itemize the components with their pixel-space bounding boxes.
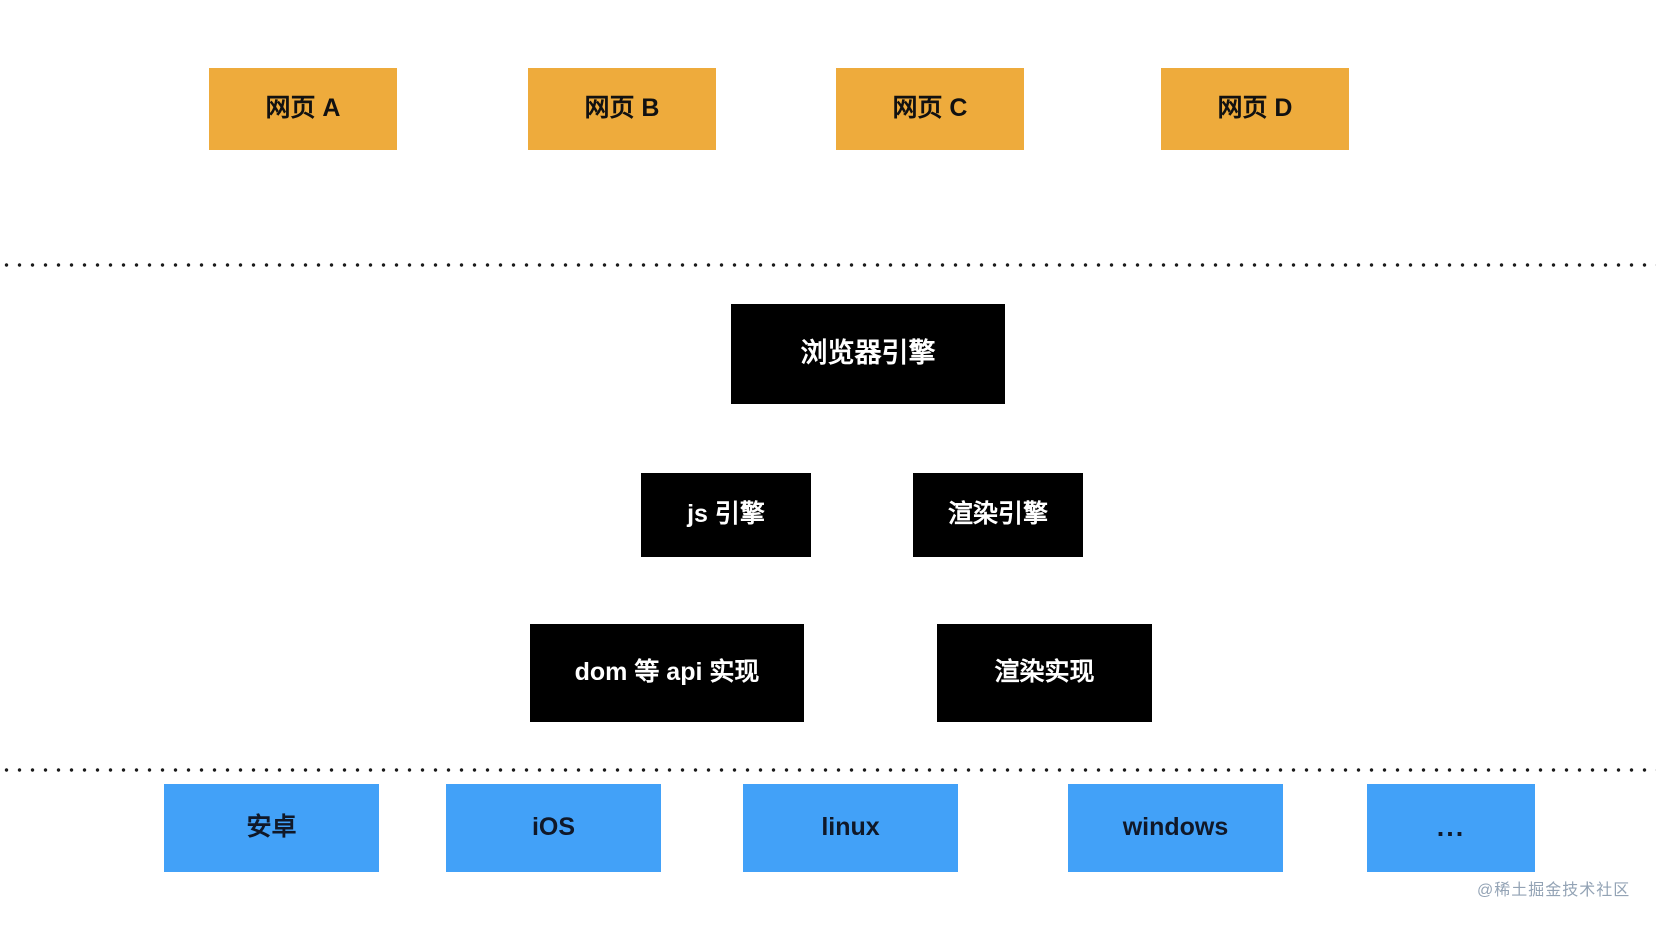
os-label-ios: iOS: [531, 813, 576, 842]
render-impl-box: 渲染实现: [937, 624, 1152, 722]
js-engine-box: js 引擎: [641, 473, 811, 557]
web-page-box-b: 网页 B: [528, 68, 716, 150]
os-box-android: 安卓: [164, 784, 379, 872]
js-engine-label: js 引擎: [687, 500, 765, 529]
web-page-label-b: 网页 B: [584, 94, 660, 123]
dom-api-impl-box: dom 等 api 实现: [530, 624, 804, 722]
os-label-android: 安卓: [246, 813, 297, 842]
divider-pages-engine: [0, 263, 1656, 267]
browser-engine-box: 浏览器引擎: [731, 304, 1005, 404]
os-box-ios: iOS: [446, 784, 661, 872]
os-box-linux: linux: [743, 784, 958, 872]
browser-engine-label: 浏览器引擎: [800, 338, 936, 369]
render-engine-box: 渲染引擎: [913, 473, 1083, 557]
dom-api-impl-label: dom 等 api 实现: [574, 658, 760, 687]
os-label-more: ...: [1436, 812, 1466, 843]
web-page-label-a: 网页 A: [265, 94, 341, 123]
render-impl-label: 渲染实现: [994, 658, 1095, 687]
web-page-box-a: 网页 A: [209, 68, 397, 150]
os-label-linux: linux: [821, 813, 880, 842]
web-page-box-c: 网页 C: [836, 68, 1024, 150]
os-box-more: ...: [1367, 784, 1535, 872]
os-label-windows: windows: [1122, 813, 1229, 842]
web-page-label-d: 网页 D: [1217, 94, 1293, 123]
watermark: @稀土掘金技术社区: [1477, 882, 1631, 899]
render-engine-label: 渲染引擎: [947, 500, 1048, 529]
os-box-windows: windows: [1068, 784, 1283, 872]
web-page-label-c: 网页 C: [892, 94, 968, 123]
web-page-box-d: 网页 D: [1161, 68, 1349, 150]
divider-engine-os: [0, 768, 1656, 772]
